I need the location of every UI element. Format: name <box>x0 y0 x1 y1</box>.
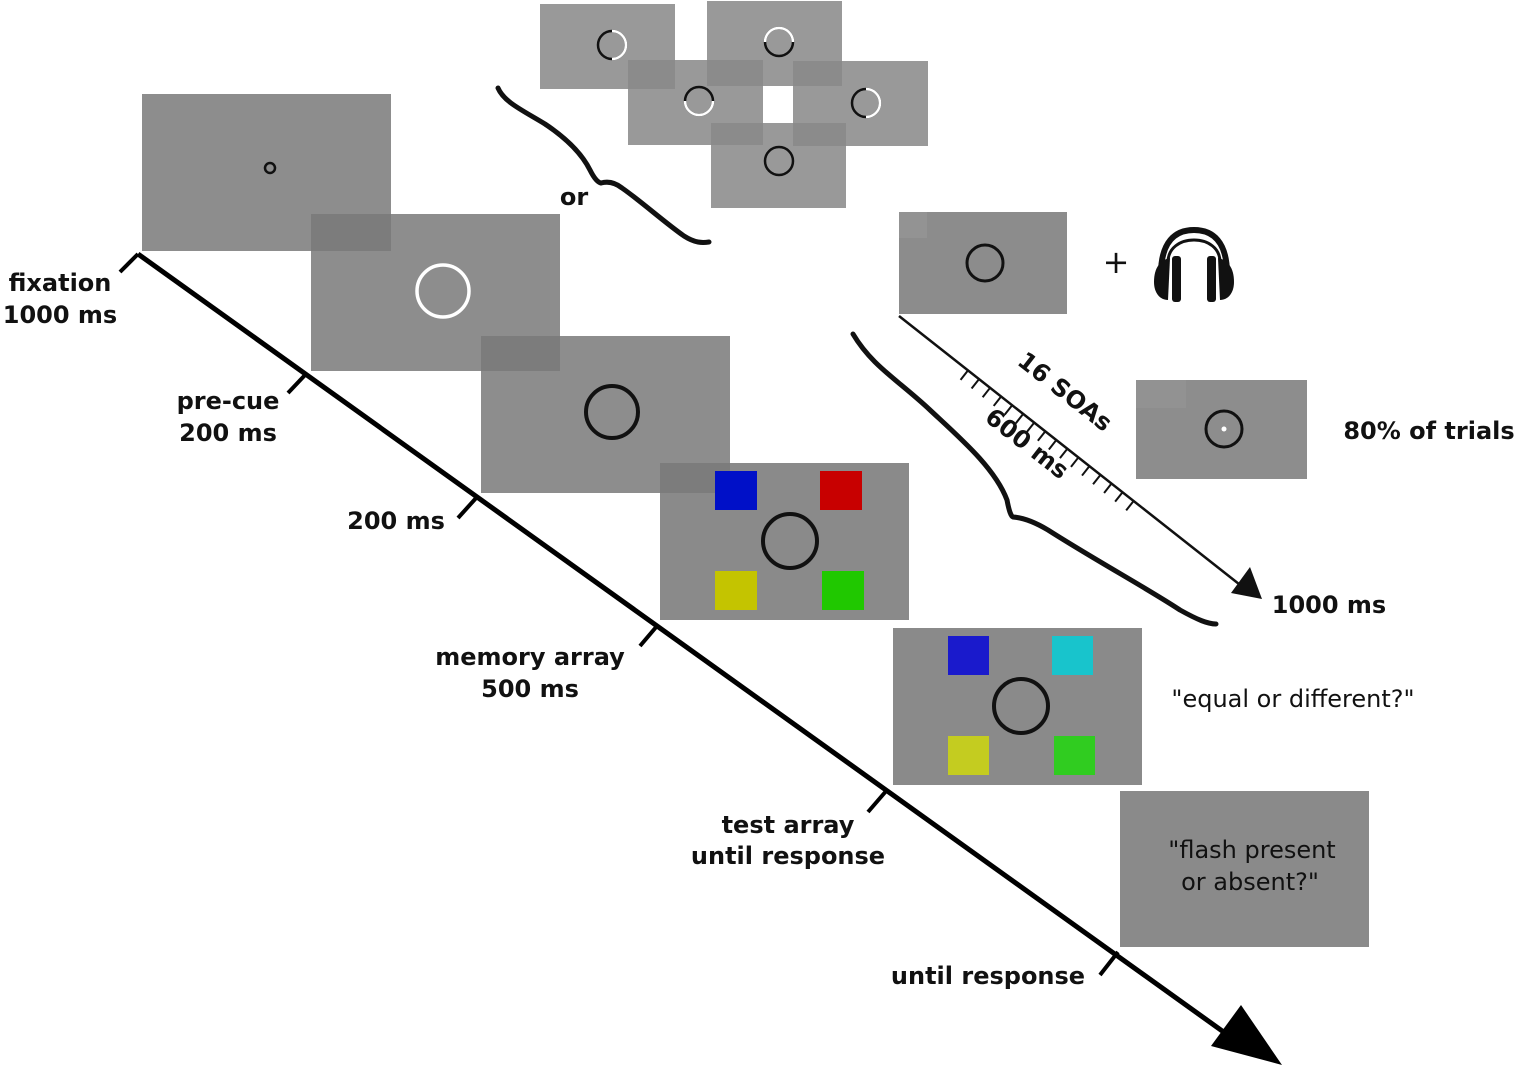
soa-tick <box>1092 474 1102 485</box>
test-square-yellow <box>948 736 989 775</box>
alt-overlap <box>793 123 846 146</box>
delay-label: 200 ms <box>347 507 445 535</box>
precue-label-line1: pre-cue <box>177 387 280 415</box>
tick-delay <box>456 495 479 520</box>
soa-tick <box>1026 422 1036 433</box>
memory-square-green <box>822 571 864 610</box>
screen-background <box>893 628 1142 785</box>
flash-subtimeline: + 16 SOAs 600 ms <box>850 212 1307 627</box>
placeholder-ring-icon <box>992 677 1050 735</box>
test-square-green <box>1054 736 1095 775</box>
tick-test-array <box>866 788 889 814</box>
fixation-dot-icon <box>263 161 277 175</box>
memory-square-blue <box>715 471 757 510</box>
test-array-screen <box>893 628 1142 785</box>
flash-axis <box>898 315 1245 589</box>
test-array-label-line1: test array <box>722 811 855 839</box>
soa-tick <box>1037 430 1047 442</box>
tick-precue <box>286 372 308 395</box>
soa-tick <box>1125 500 1135 512</box>
plus-sign: + <box>1103 243 1130 281</box>
soa-tick <box>1003 404 1013 416</box>
flash-arrowhead <box>1231 567 1262 599</box>
alt-ring-plain-icon <box>763 145 795 177</box>
soa-window-brace <box>850 331 1219 627</box>
alt-overlap <box>707 60 763 86</box>
or-label: or <box>560 183 588 211</box>
memory-array-screen <box>660 463 909 620</box>
delay-screen <box>481 336 730 493</box>
test-square-blue <box>948 636 989 675</box>
alt-overlap <box>793 61 842 86</box>
timeline-axis <box>136 251 1234 1041</box>
alt-ring-left-arc-icon <box>596 29 628 61</box>
screen-background <box>1120 791 1369 947</box>
screen-overlap <box>1136 380 1186 408</box>
alt-ring-right-arc-icon <box>850 87 882 119</box>
flash-question-screen: "flash present or absent?" <box>1120 791 1369 947</box>
soa-tick <box>981 387 991 398</box>
alternatives-brace <box>495 85 712 245</box>
screen-overlap <box>899 212 927 238</box>
soa-tick <box>1081 465 1091 477</box>
precue-label-line2: 200 ms <box>179 419 277 447</box>
soa-tick <box>1114 491 1124 503</box>
test-array-label-line2: until response <box>691 842 885 870</box>
soa-ticks <box>959 369 1135 512</box>
flash-dot-icon <box>1221 426 1227 432</box>
final-label: until response <box>891 962 1085 990</box>
fixation-label-line2: 1000 ms <box>3 301 117 329</box>
precue-alternatives <box>540 1 928 208</box>
screen-overlap <box>311 214 391 251</box>
headphones-icon <box>1154 226 1234 302</box>
soa-tick <box>992 395 1002 407</box>
soa-tick <box>1070 456 1080 468</box>
timeline-labels: fixation 1000 ms pre-cue 200 ms 200 ms m… <box>3 183 1515 990</box>
soas-label: 16 SOAs <box>1012 346 1117 437</box>
memory-square-red <box>820 471 862 510</box>
tick-final <box>1098 950 1120 977</box>
placeholder-ring-icon <box>1204 409 1244 449</box>
tick-memory-array <box>638 624 659 648</box>
tick-fixation <box>118 252 140 274</box>
flash-end-label: 1000 ms <box>1272 591 1386 619</box>
alt-overlap <box>628 60 675 89</box>
soa-tick <box>1048 439 1058 451</box>
soa-tick <box>1014 413 1024 424</box>
placeholder-ring-icon <box>584 384 640 440</box>
test-square-cyan <box>1052 636 1093 675</box>
memory-array-label-line2: 500 ms <box>481 675 579 703</box>
soa-tick <box>1103 482 1113 494</box>
alt-overlap <box>711 123 763 145</box>
soa-tick <box>1059 448 1069 459</box>
memory-question-label: "equal or different?" <box>1171 685 1414 713</box>
fixation-label-line1: fixation <box>9 269 112 297</box>
trials-label: 80% of trials <box>1343 417 1514 445</box>
soa-tick <box>959 369 969 381</box>
flash-question-line2: or absent?" <box>1181 868 1319 896</box>
alt-gap <box>763 87 793 121</box>
screen-overlap <box>481 336 560 371</box>
precue-ring-icon <box>415 263 471 319</box>
alt-ring-top-arc-icon <box>763 26 795 58</box>
memory-array-label-line1: memory array <box>435 643 625 671</box>
memory-square-yellow <box>715 571 757 610</box>
placeholder-ring-icon <box>761 512 819 570</box>
soa-tick <box>970 378 980 390</box>
placeholder-ring-icon <box>965 243 1005 283</box>
flash-question-line1: "flash present <box>1168 836 1335 864</box>
alt-ring-bottom-arc-icon <box>683 85 715 117</box>
timeline-arrowhead <box>1211 1005 1282 1065</box>
main-timeline <box>118 251 1282 1065</box>
